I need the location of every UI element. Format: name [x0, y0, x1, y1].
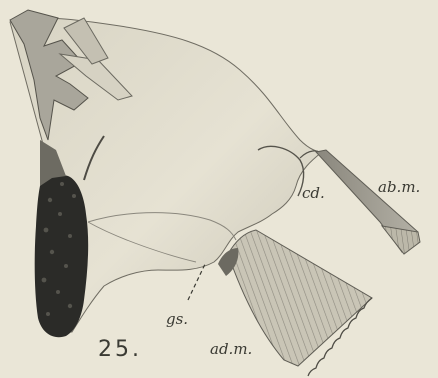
label-abm: ab.m.	[378, 178, 420, 196]
label-gs: gs.	[166, 310, 188, 328]
label-adm: ad.m.	[210, 340, 252, 358]
label-cd: cd.	[302, 184, 325, 202]
molar-surface	[35, 174, 88, 337]
figure-number: 25.	[98, 337, 142, 362]
